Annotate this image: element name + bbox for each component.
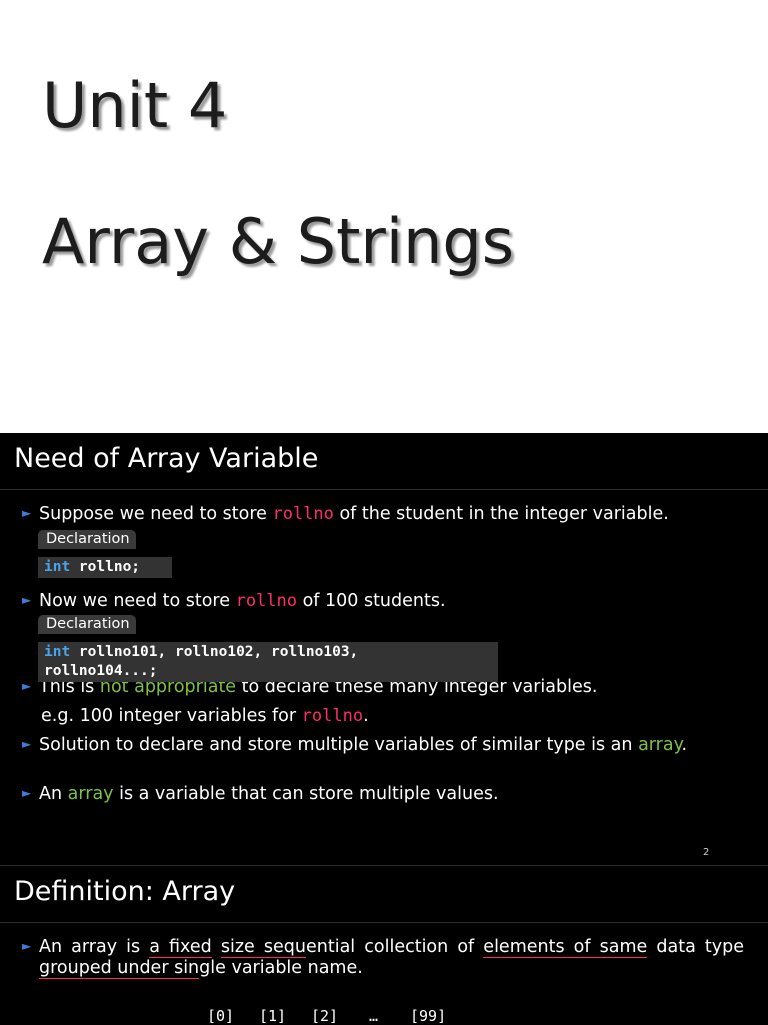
slide-need-of-array: Need of Array Variable ► Suppose we need…	[0, 433, 768, 865]
bullet-arrow-icon: ►	[22, 506, 32, 520]
example-line: e.g. 100 integer variables for rollno.	[41, 706, 369, 726]
array-index: [1]	[259, 1007, 287, 1025]
code-block: int rollno101, rollno102, rollno103,roll…	[38, 642, 498, 682]
array-index: [2]	[311, 1007, 339, 1025]
topic-title: Array & Strings	[42, 205, 515, 278]
unit-title: Unit 4	[42, 69, 228, 142]
slide-title: Need of Array Variable	[14, 443, 319, 474]
declaration-tab: Declaration	[38, 615, 136, 634]
bullet-arrow-icon: ►	[22, 679, 32, 693]
code-block: int rollno;	[38, 557, 172, 578]
array-index: [99]	[410, 1007, 447, 1025]
title-divider	[0, 489, 768, 490]
definition-bullet: ► An array is a fixed size sequential co…	[22, 937, 744, 979]
bullet-4: ► Solution to declare and store multiple…	[22, 735, 688, 755]
bullet-3: ► This is not appropriate to declare the…	[22, 677, 598, 697]
bullet-arrow-icon: ►	[22, 737, 32, 751]
bullet-arrow-icon: ►	[22, 786, 32, 800]
page-number: 2	[703, 847, 710, 858]
bullet-5: ► An array is a variable that can store …	[22, 784, 499, 804]
bullet-arrow-icon: ►	[22, 593, 32, 607]
array-index-ellipsis: …	[369, 1007, 379, 1025]
slide-definition-array: Definition: Array ► An array is a fixed …	[0, 865, 768, 1025]
slide-title: Definition: Array	[14, 876, 236, 907]
title-divider	[0, 922, 768, 923]
array-index: [0]	[207, 1007, 235, 1025]
bullet-2: ► Now we need to store rollno of 100 stu…	[22, 591, 446, 611]
declaration-tab: Declaration	[38, 530, 136, 549]
bullet-1: ► Suppose we need to store rollno of the…	[22, 504, 669, 524]
title-slide: Unit 4 Array & Strings	[0, 0, 768, 433]
bullet-arrow-icon: ►	[22, 939, 32, 953]
